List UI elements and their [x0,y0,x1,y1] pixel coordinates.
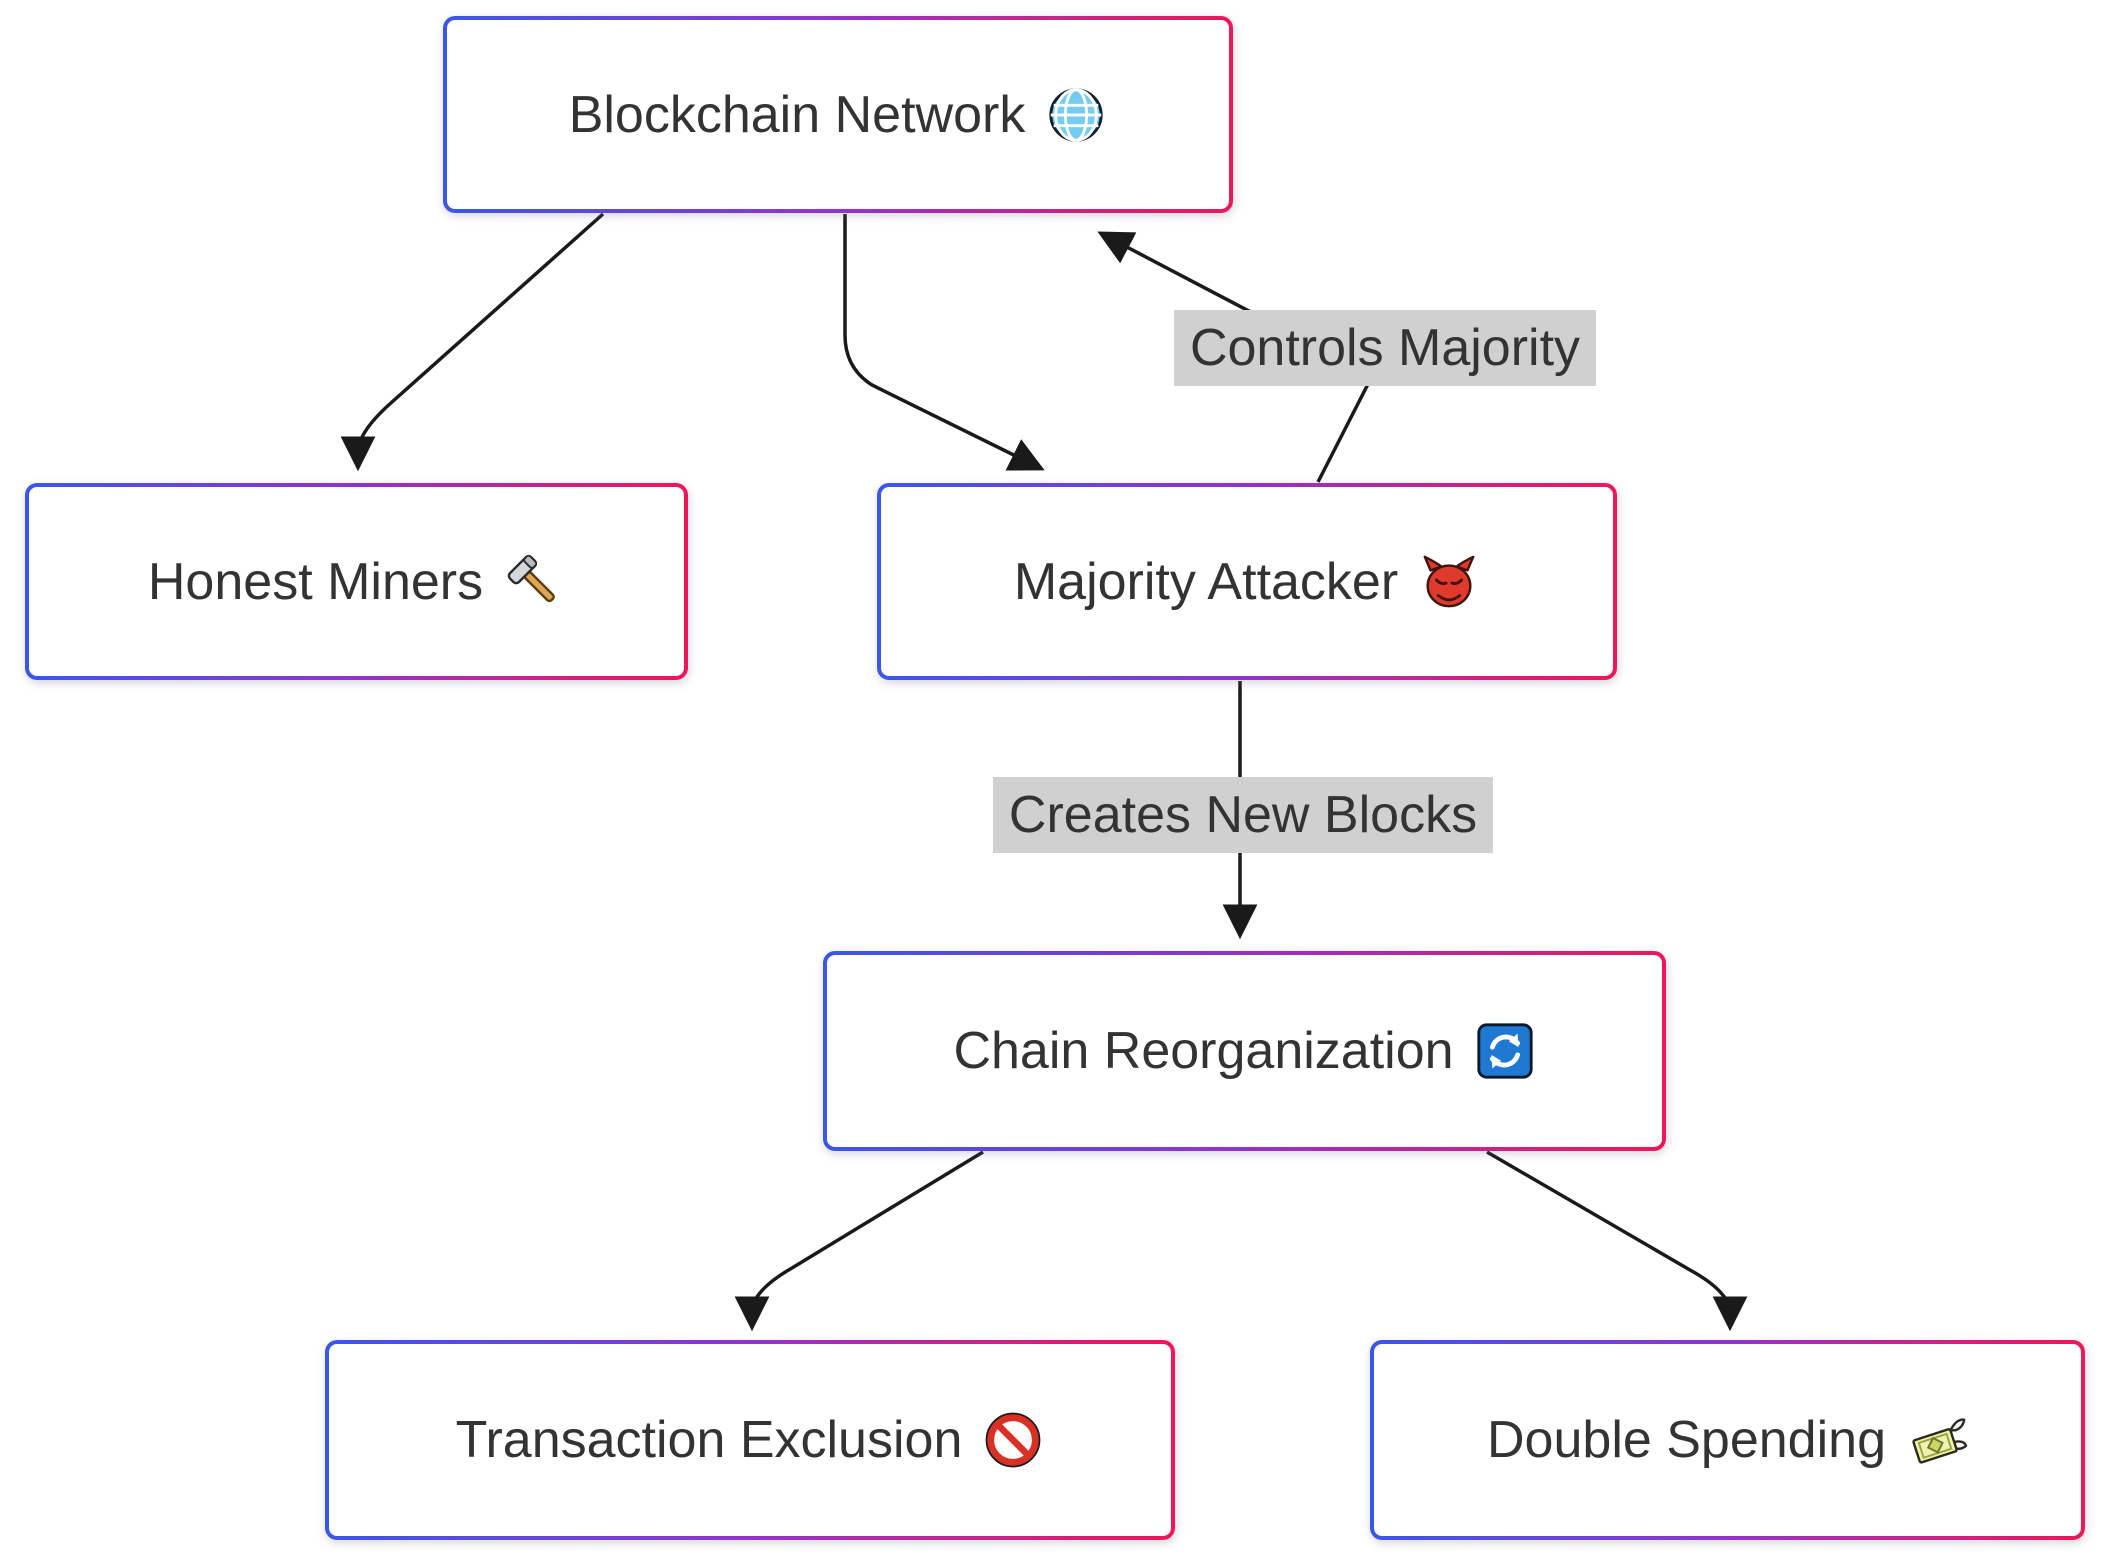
globe-icon [1049,87,1103,142]
devil-face-icon [1423,555,1475,607]
node-chain-reorganization: Chain Reorganization [823,951,1666,1151]
node-transaction-exclusion: Transaction Exclusion [325,1340,1175,1540]
hammer-icon [507,554,556,602]
edge-reorg-to-exclusion [734,1150,984,1332]
refresh-icon [1476,1023,1533,1079]
node-majority-attacker-label: Majority Attacker [1013,552,1399,611]
node-double-spending-label: Double Spending [1487,1411,1886,1469]
node-honest-miners: Honest Miners [25,483,688,680]
prohibited-icon [986,1412,1041,1468]
edge-network-to-attacker [843,214,1045,471]
node-majority-attacker: Majority Attacker [877,483,1617,680]
node-double-spending: Double Spending [1370,1340,2085,1540]
node-chain-reorganization-label: Chain Reorganization [953,1022,1454,1080]
money-with-wings-icon [1912,1418,1968,1464]
edge-network-to-miners [340,212,605,472]
edge-reorg-to-double-spending [1486,1150,1748,1332]
edge-label-controls-majority: Controls Majority [1173,310,1597,386]
node-blockchain-network-label: Blockchain Network [568,85,1026,144]
node-transaction-exclusion-label: Transaction Exclusion [455,1411,963,1469]
edge-label-creates-new-blocks: Creates New Blocks [992,777,1494,853]
node-honest-miners-label: Honest Miners [147,552,484,611]
node-blockchain-network: Blockchain Network [443,16,1233,213]
